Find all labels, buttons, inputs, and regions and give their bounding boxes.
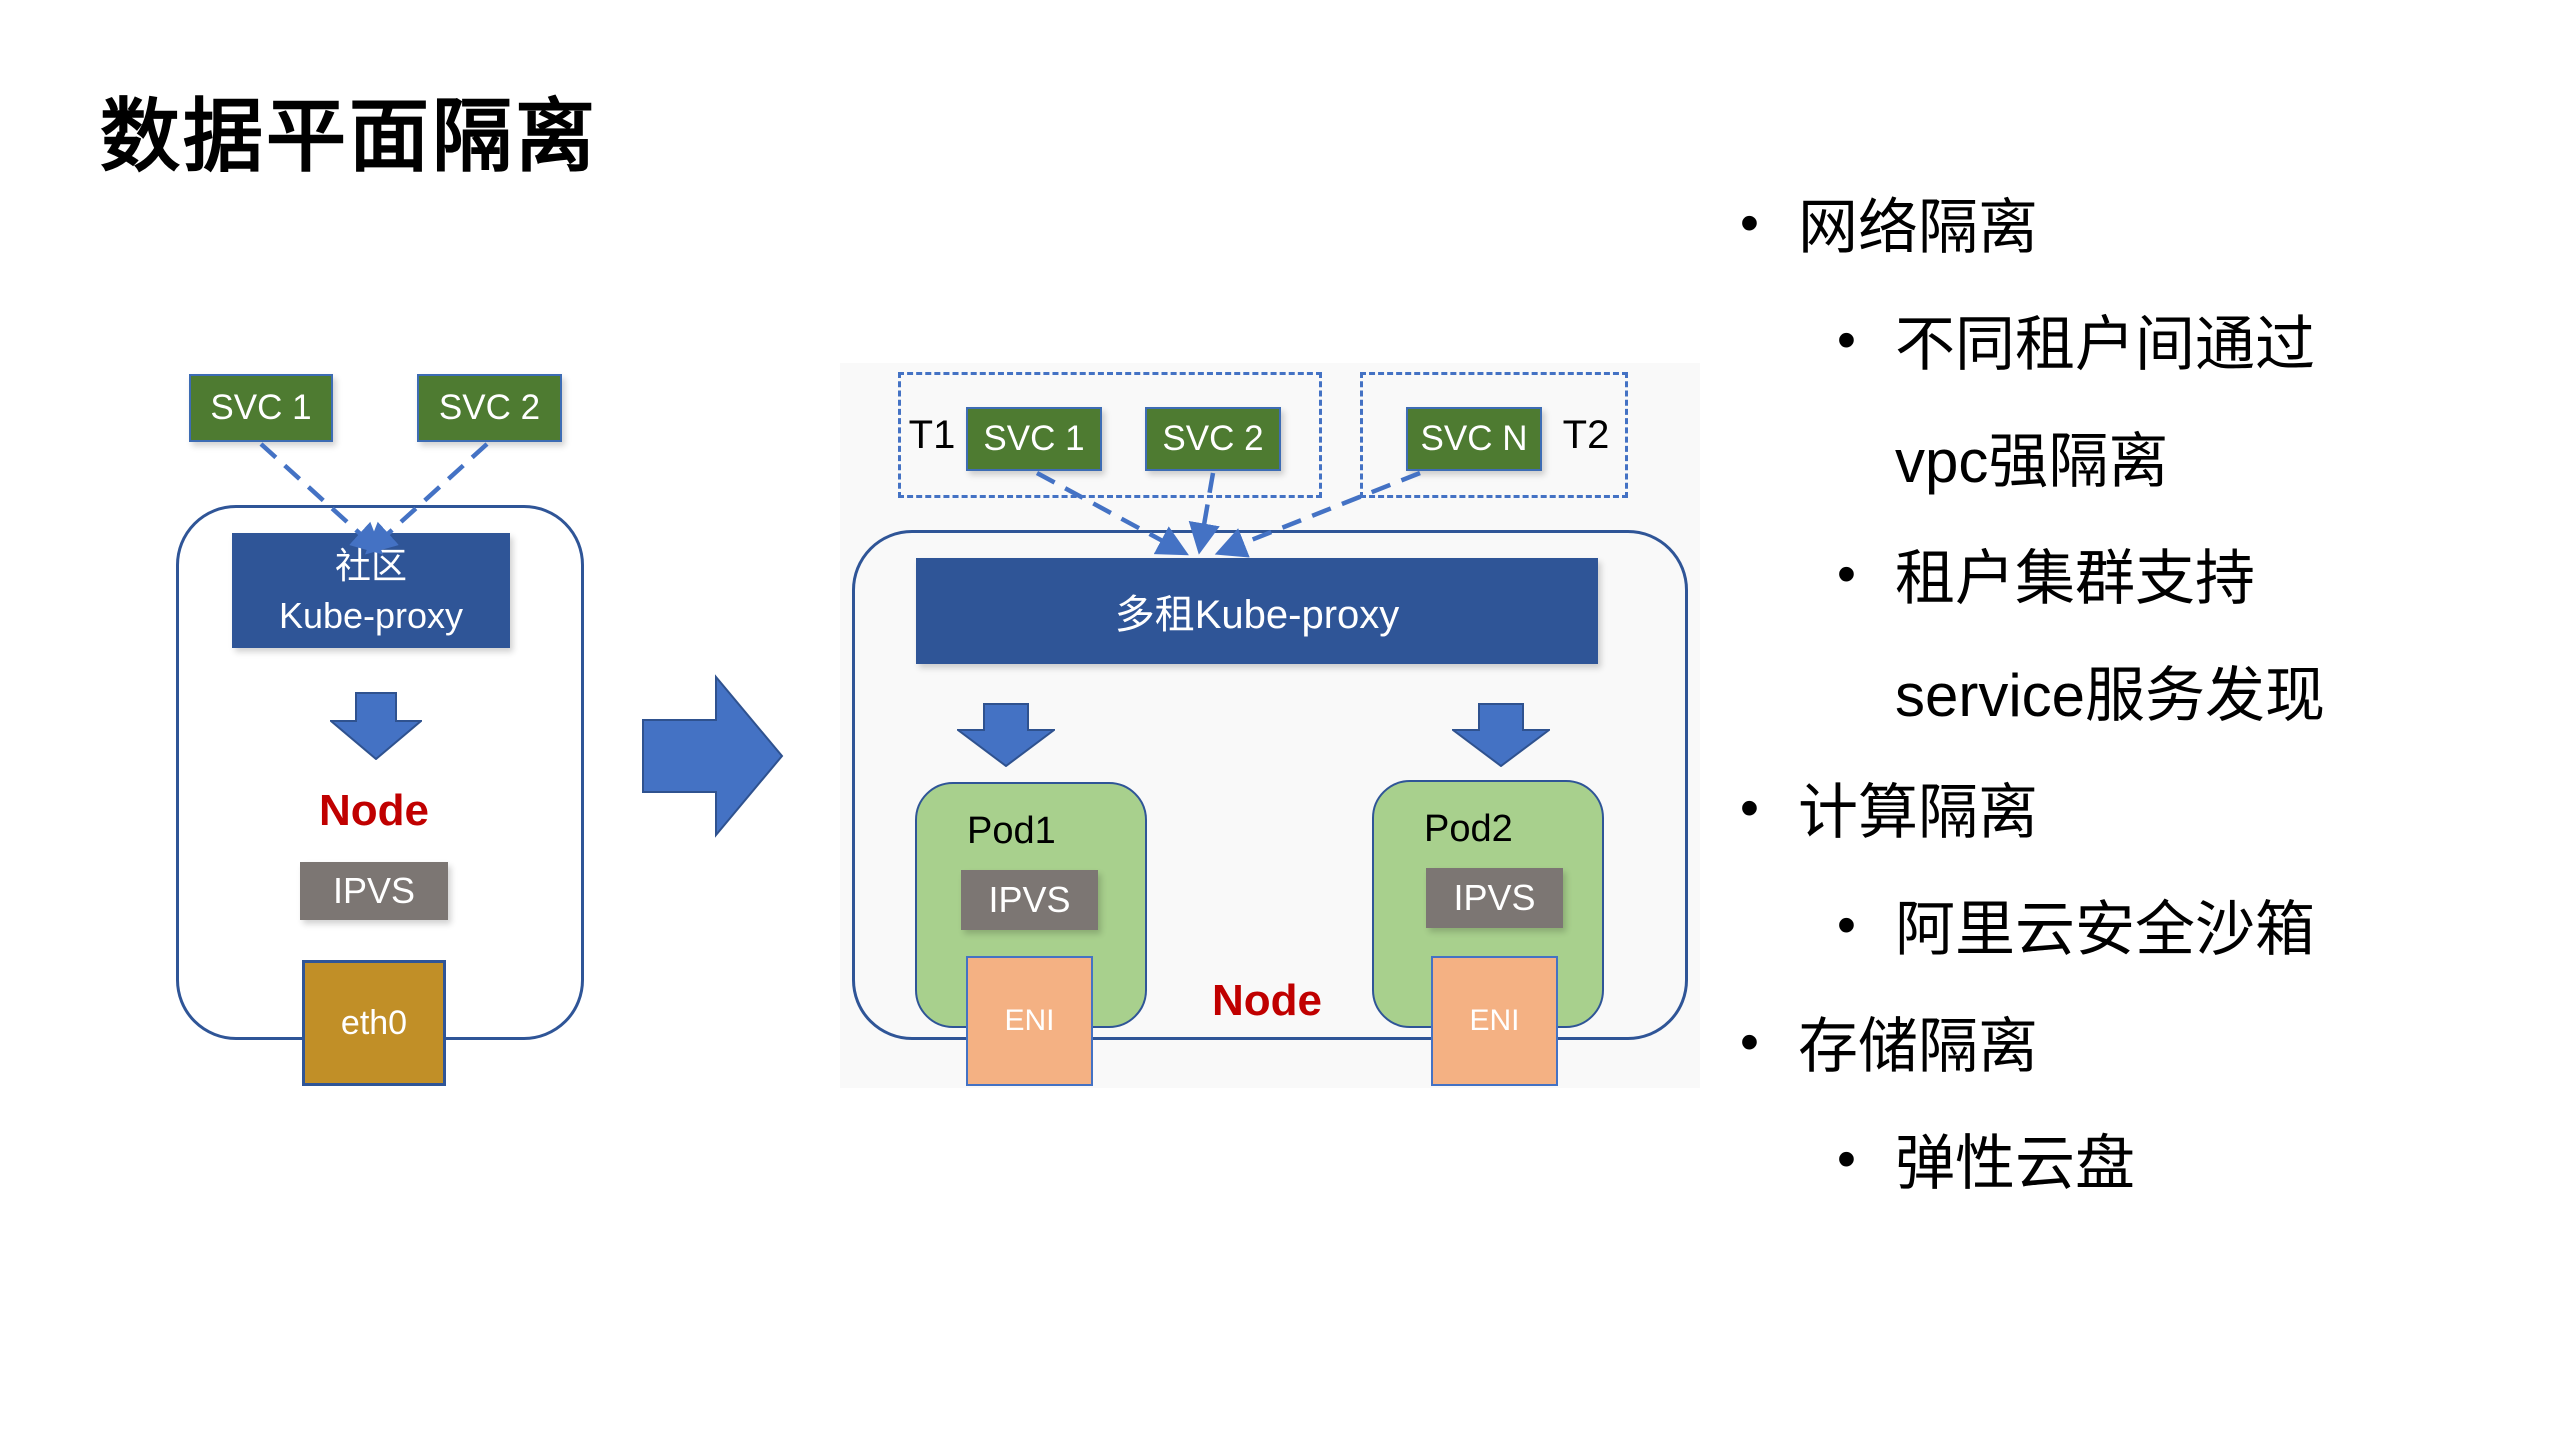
left-ipvs-box: IPVS [300, 862, 448, 920]
bullet-item-vpc-line1: • 不同租户间通过 [1837, 281, 2520, 398]
middle-svcn-label: SVC N [1420, 419, 1528, 458]
bullet-text: vpc强隔离 [1895, 428, 2169, 495]
bullet-marker: • [1740, 192, 1759, 253]
bullet-text: 阿里云安全沙箱 [1895, 896, 2315, 963]
bullet-marker: • [1837, 894, 1856, 955]
middle-down-arrow-left [957, 703, 1055, 767]
middle-kube-proxy-bar: 多租Kube-proxy [916, 558, 1598, 664]
isolation-bullet-list: • 网络隔离 • 不同租户间通过 • vpc强隔离 • 租户集群支持 • ser… [1740, 164, 2520, 1217]
left-svc2-label: SVC 2 [438, 388, 541, 427]
bullet-marker: • [1837, 543, 1856, 604]
bullet-marker: • [1837, 1128, 1856, 1189]
left-svc1-label: SVC 1 [210, 388, 312, 427]
page-title: 数据平面隔离 [100, 92, 598, 181]
bullet-text: 不同租户间通过 [1895, 311, 2315, 378]
left-kube-proxy-box: 社区 Kube-proxy [232, 533, 510, 648]
bullet-item-compute: • 计算隔离 [1740, 749, 2520, 866]
middle-node-label: Node [1212, 976, 1322, 1025]
bullet-item-sandbox: • 阿里云安全沙箱 [1837, 866, 2520, 983]
bullet-marker: • [1740, 777, 1759, 838]
tenant2-label: T2 [1562, 412, 1610, 457]
left-node-label: Node [319, 786, 429, 835]
transition-right-arrow [642, 674, 784, 838]
bullet-marker: • [1740, 1011, 1759, 1072]
left-svc2-box: SVC 2 [417, 374, 562, 442]
bullet-item-storage: • 存储隔离 [1740, 983, 2520, 1100]
bullet-item-service-line1: • 租户集群支持 [1837, 515, 2520, 632]
bullet-item-clouddisk: • 弹性云盘 [1837, 1100, 2520, 1217]
pod2-eni-box: ENI [1431, 956, 1558, 1086]
bullet-text: service服务发现 [1895, 662, 2326, 729]
bullet-text: 计算隔离 [1798, 779, 2038, 846]
bullet-item-vpc-line2: • vpc强隔离 [1837, 398, 2520, 515]
left-eth0-box: eth0 [302, 960, 446, 1086]
middle-svc2-box: SVC 2 [1145, 407, 1281, 471]
pod1-ipvs-box: IPVS [961, 870, 1098, 930]
middle-svc1-label: SVC 1 [983, 419, 1085, 458]
left-kube-proxy-line1: 社区 [334, 545, 407, 586]
tenant1-label: T1 [908, 412, 956, 457]
left-svc1-box: SVC 1 [189, 374, 333, 442]
tenant2-dashed-box [1360, 372, 1628, 498]
bullet-text: 网络隔离 [1798, 194, 2038, 261]
pod1-eni-box: ENI [966, 956, 1093, 1086]
bullet-item-service-line2: • service服务发现 [1837, 632, 2520, 749]
middle-svc1-box: SVC 1 [966, 407, 1102, 471]
middle-down-arrow-right [1452, 703, 1550, 767]
pod1-label: Pod1 [967, 810, 1056, 852]
bullet-text: 存储隔离 [1798, 1013, 2038, 1080]
left-down-arrow [330, 692, 422, 760]
bullet-marker: • [1837, 309, 1856, 370]
pod2-label: Pod2 [1424, 808, 1513, 850]
bullet-text: 弹性云盘 [1895, 1130, 2135, 1197]
bullet-item-network: • 网络隔离 [1740, 164, 2520, 281]
pod2-ipvs-box: IPVS [1426, 868, 1563, 928]
left-kube-proxy-line2: Kube-proxy [278, 595, 464, 636]
bullet-text: 租户集群支持 [1895, 545, 2255, 612]
middle-svc2-label: SVC 2 [1162, 419, 1264, 458]
middle-svcn-box: SVC N [1406, 407, 1542, 471]
